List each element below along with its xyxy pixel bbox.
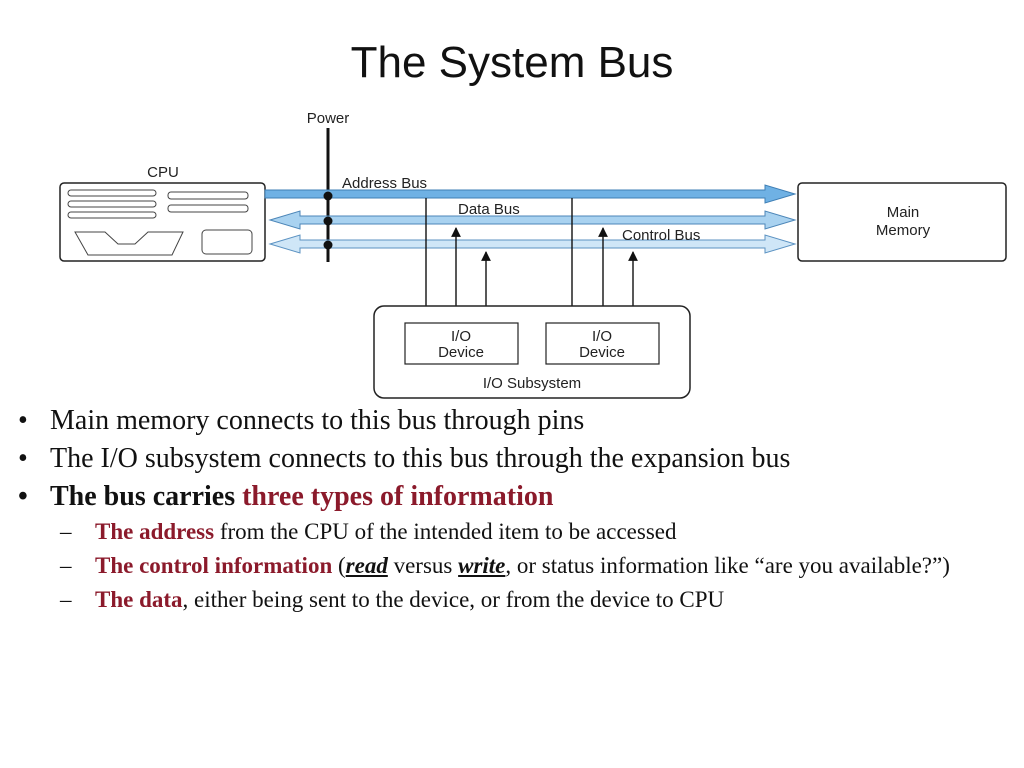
sub-bullet-list: The address from the CPU of the intended… xyxy=(50,518,1013,614)
address-bus-label: Address Bus xyxy=(342,175,427,192)
svg-text:I/O: I/O xyxy=(451,328,471,345)
bullet-item: Main memory connects to this bus through… xyxy=(18,404,1013,438)
svg-text:Device: Device xyxy=(579,344,625,361)
cpu-label: CPU xyxy=(147,164,179,181)
data-bus-label: Data Bus xyxy=(458,201,520,218)
sub-bullet-item: The control information (read versus wri… xyxy=(50,552,1013,580)
svg-text:Device: Device xyxy=(438,344,484,361)
system-bus-diagram: Power CPU Main Memory Address Bus Data B… xyxy=(59,110,1007,399)
power-label: Power xyxy=(307,110,350,127)
slide-title: The System Bus xyxy=(350,38,674,87)
bullet-item: The bus carries three types of informati… xyxy=(18,480,1013,614)
svg-text:I/O Subsystem: I/O Subsystem xyxy=(483,375,581,392)
io-device-2: I/O Device xyxy=(545,322,660,365)
svg-text:Main: Main xyxy=(887,204,920,221)
cpu-box xyxy=(59,182,266,262)
control-bus xyxy=(268,234,797,254)
sub-bullet-item: The address from the CPU of the intended… xyxy=(50,518,1013,546)
data-bus xyxy=(268,210,797,230)
io-device-1: I/O Device xyxy=(404,322,519,365)
svg-text:I/O: I/O xyxy=(592,328,612,345)
control-bus-label: Control Bus xyxy=(622,227,700,244)
bullet-item: The I/O subsystem connects to this bus t… xyxy=(18,442,1013,476)
bullet-list: Main memory connects to this bus through… xyxy=(18,404,1013,620)
bus-io-connections xyxy=(421,198,638,321)
address-bus xyxy=(264,184,797,204)
svg-text:Memory: Memory xyxy=(876,222,931,239)
highlight-text: three types of information xyxy=(242,481,554,512)
main-memory-box: Main Memory xyxy=(797,182,1007,262)
sub-bullet-item: The data, either being sent to the devic… xyxy=(50,586,1013,614)
